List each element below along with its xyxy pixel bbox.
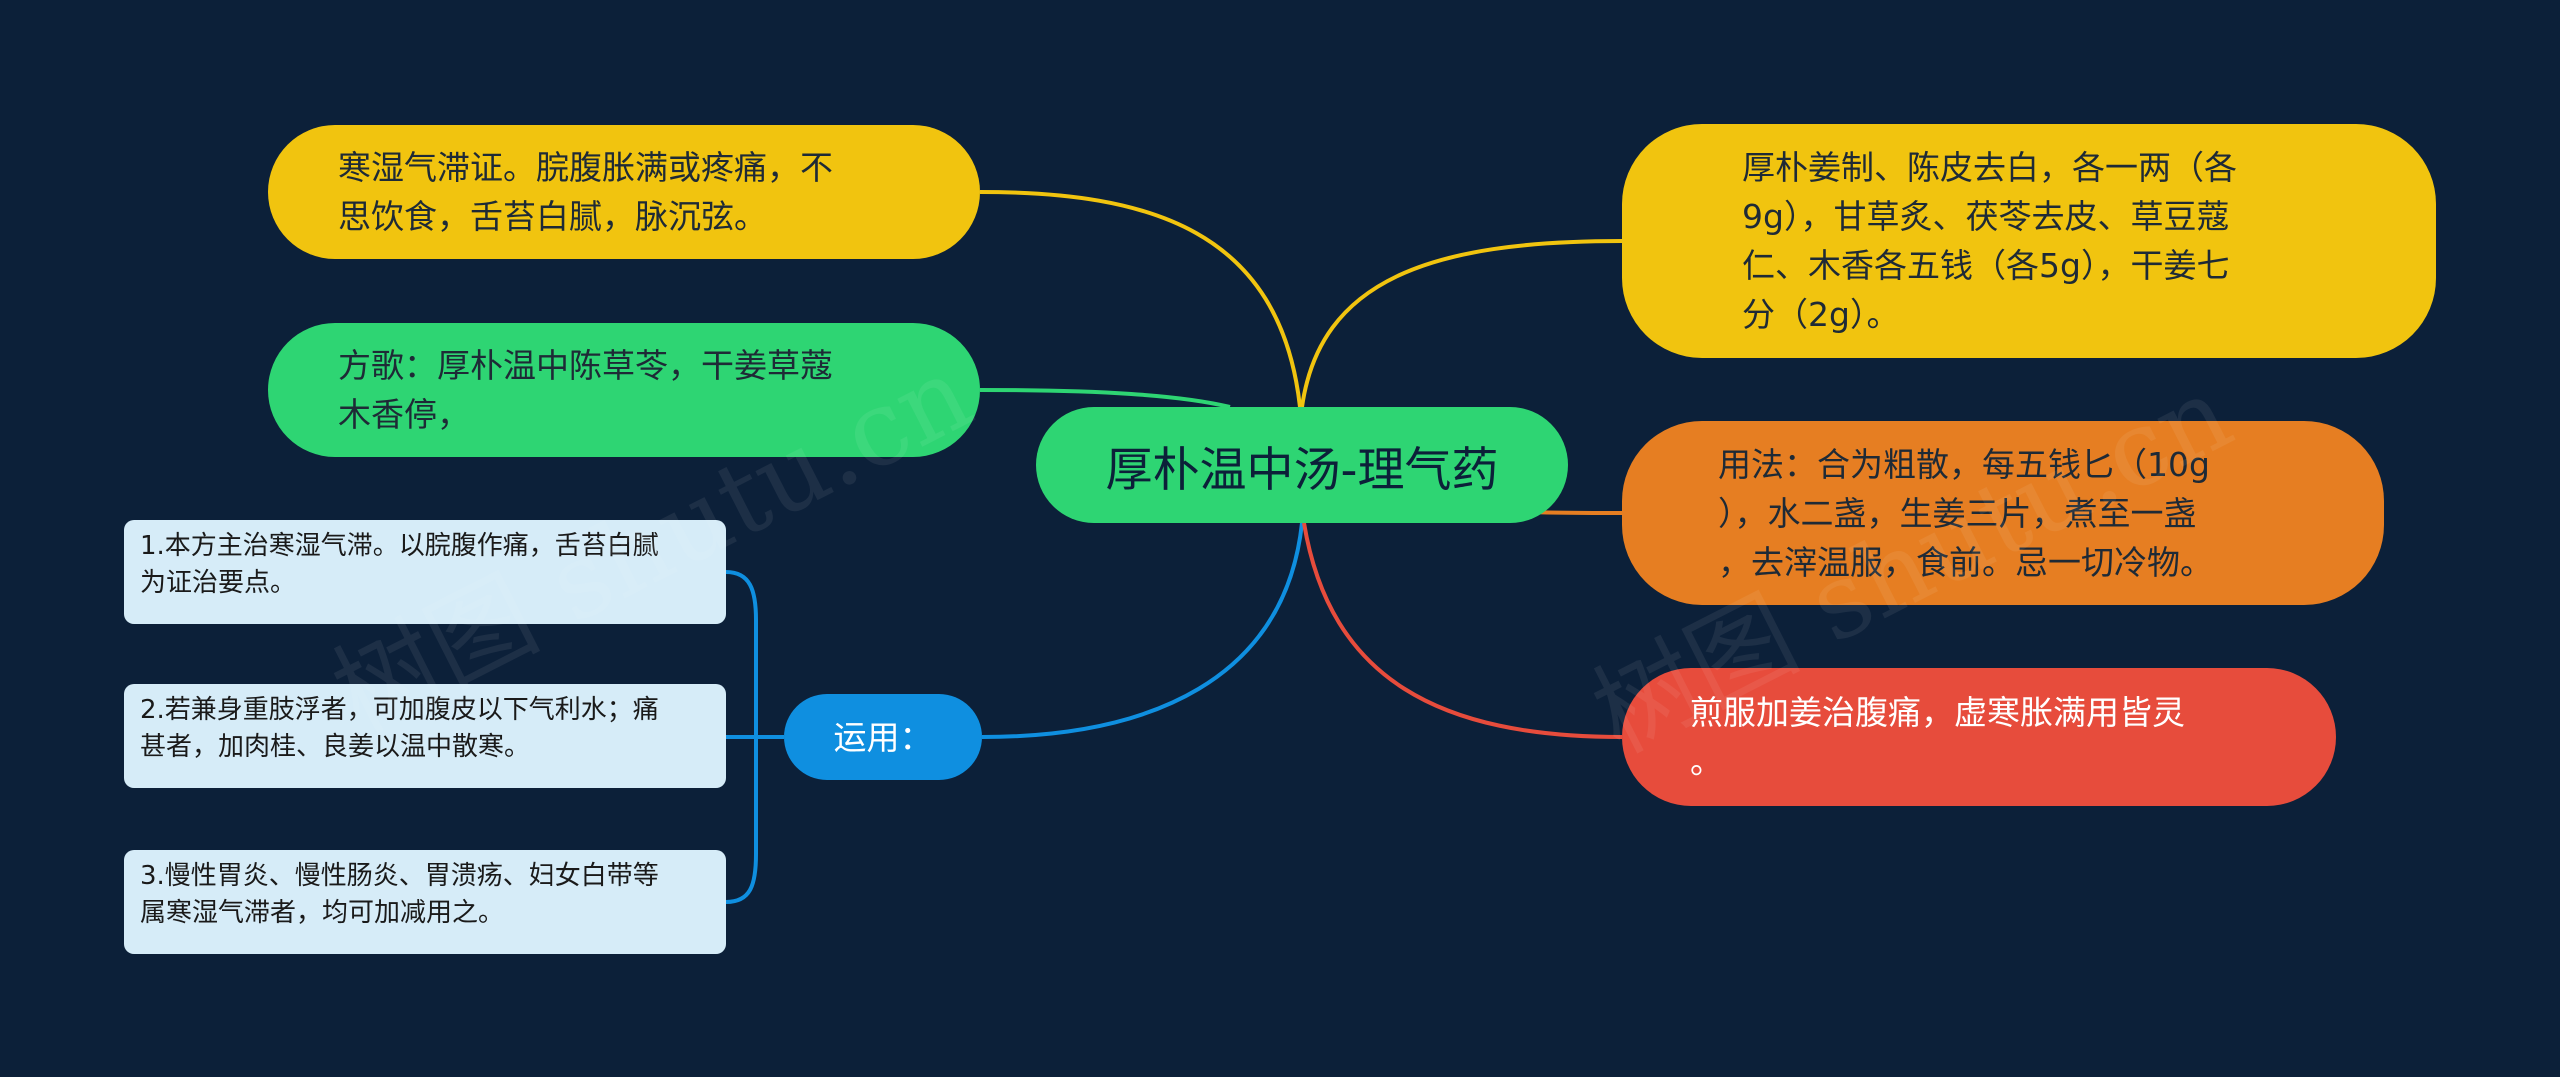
link-indication: [979, 190, 1302, 408]
topic-ingredients[interactable]: 厚朴姜制、陈皮去白，各一两（各 9g），甘草炙、茯苓去皮、草豆蔻 仁、木香各五钱…: [1622, 124, 2436, 358]
link-ingredients: [1300, 239, 1623, 408]
application-item-3[interactable]: 3.慢性胃炎、慢性肠炎、胃溃疡、妇女白带等 属寒湿气滞者，均可加减用之。: [124, 850, 726, 954]
topic-application[interactable]: 运用：: [784, 694, 982, 780]
application-item-1[interactable]: 1.本方主治寒湿气滞。以脘腹作痛，舌苔白腻 为证治要点。: [124, 520, 726, 624]
topic-verse-ending[interactable]: 煎服加姜治腹痛，虚寒胀满用皆灵 。: [1622, 668, 2336, 806]
application-item-2[interactable]: 2.若兼身重肢浮者，可加腹皮以下气利水；痛 甚者，加肉桂、良姜以温中散寒。: [124, 684, 726, 788]
topic-usage-method[interactable]: 用法：合为粗散，每五钱匕（10g ），水二盏，生姜三片，煮至一盏 ，去滓温服，食…: [1622, 421, 2384, 605]
link-usage-method: [1529, 510, 1623, 515]
topic-indication[interactable]: 寒湿气滞证。脘腹胀满或疼痛，不 思饮食，舌苔白腻，脉沉弦。: [268, 125, 980, 259]
topic-formula-song[interactable]: 方歌：厚朴温中陈草苓，干姜草蔻 木香停，: [268, 323, 980, 457]
link-application: [981, 522, 1304, 739]
link-verse-ending: [1302, 522, 1623, 739]
link-formula-song: [979, 388, 1231, 409]
root-topic[interactable]: 厚朴温中汤-理气药: [1036, 407, 1568, 523]
